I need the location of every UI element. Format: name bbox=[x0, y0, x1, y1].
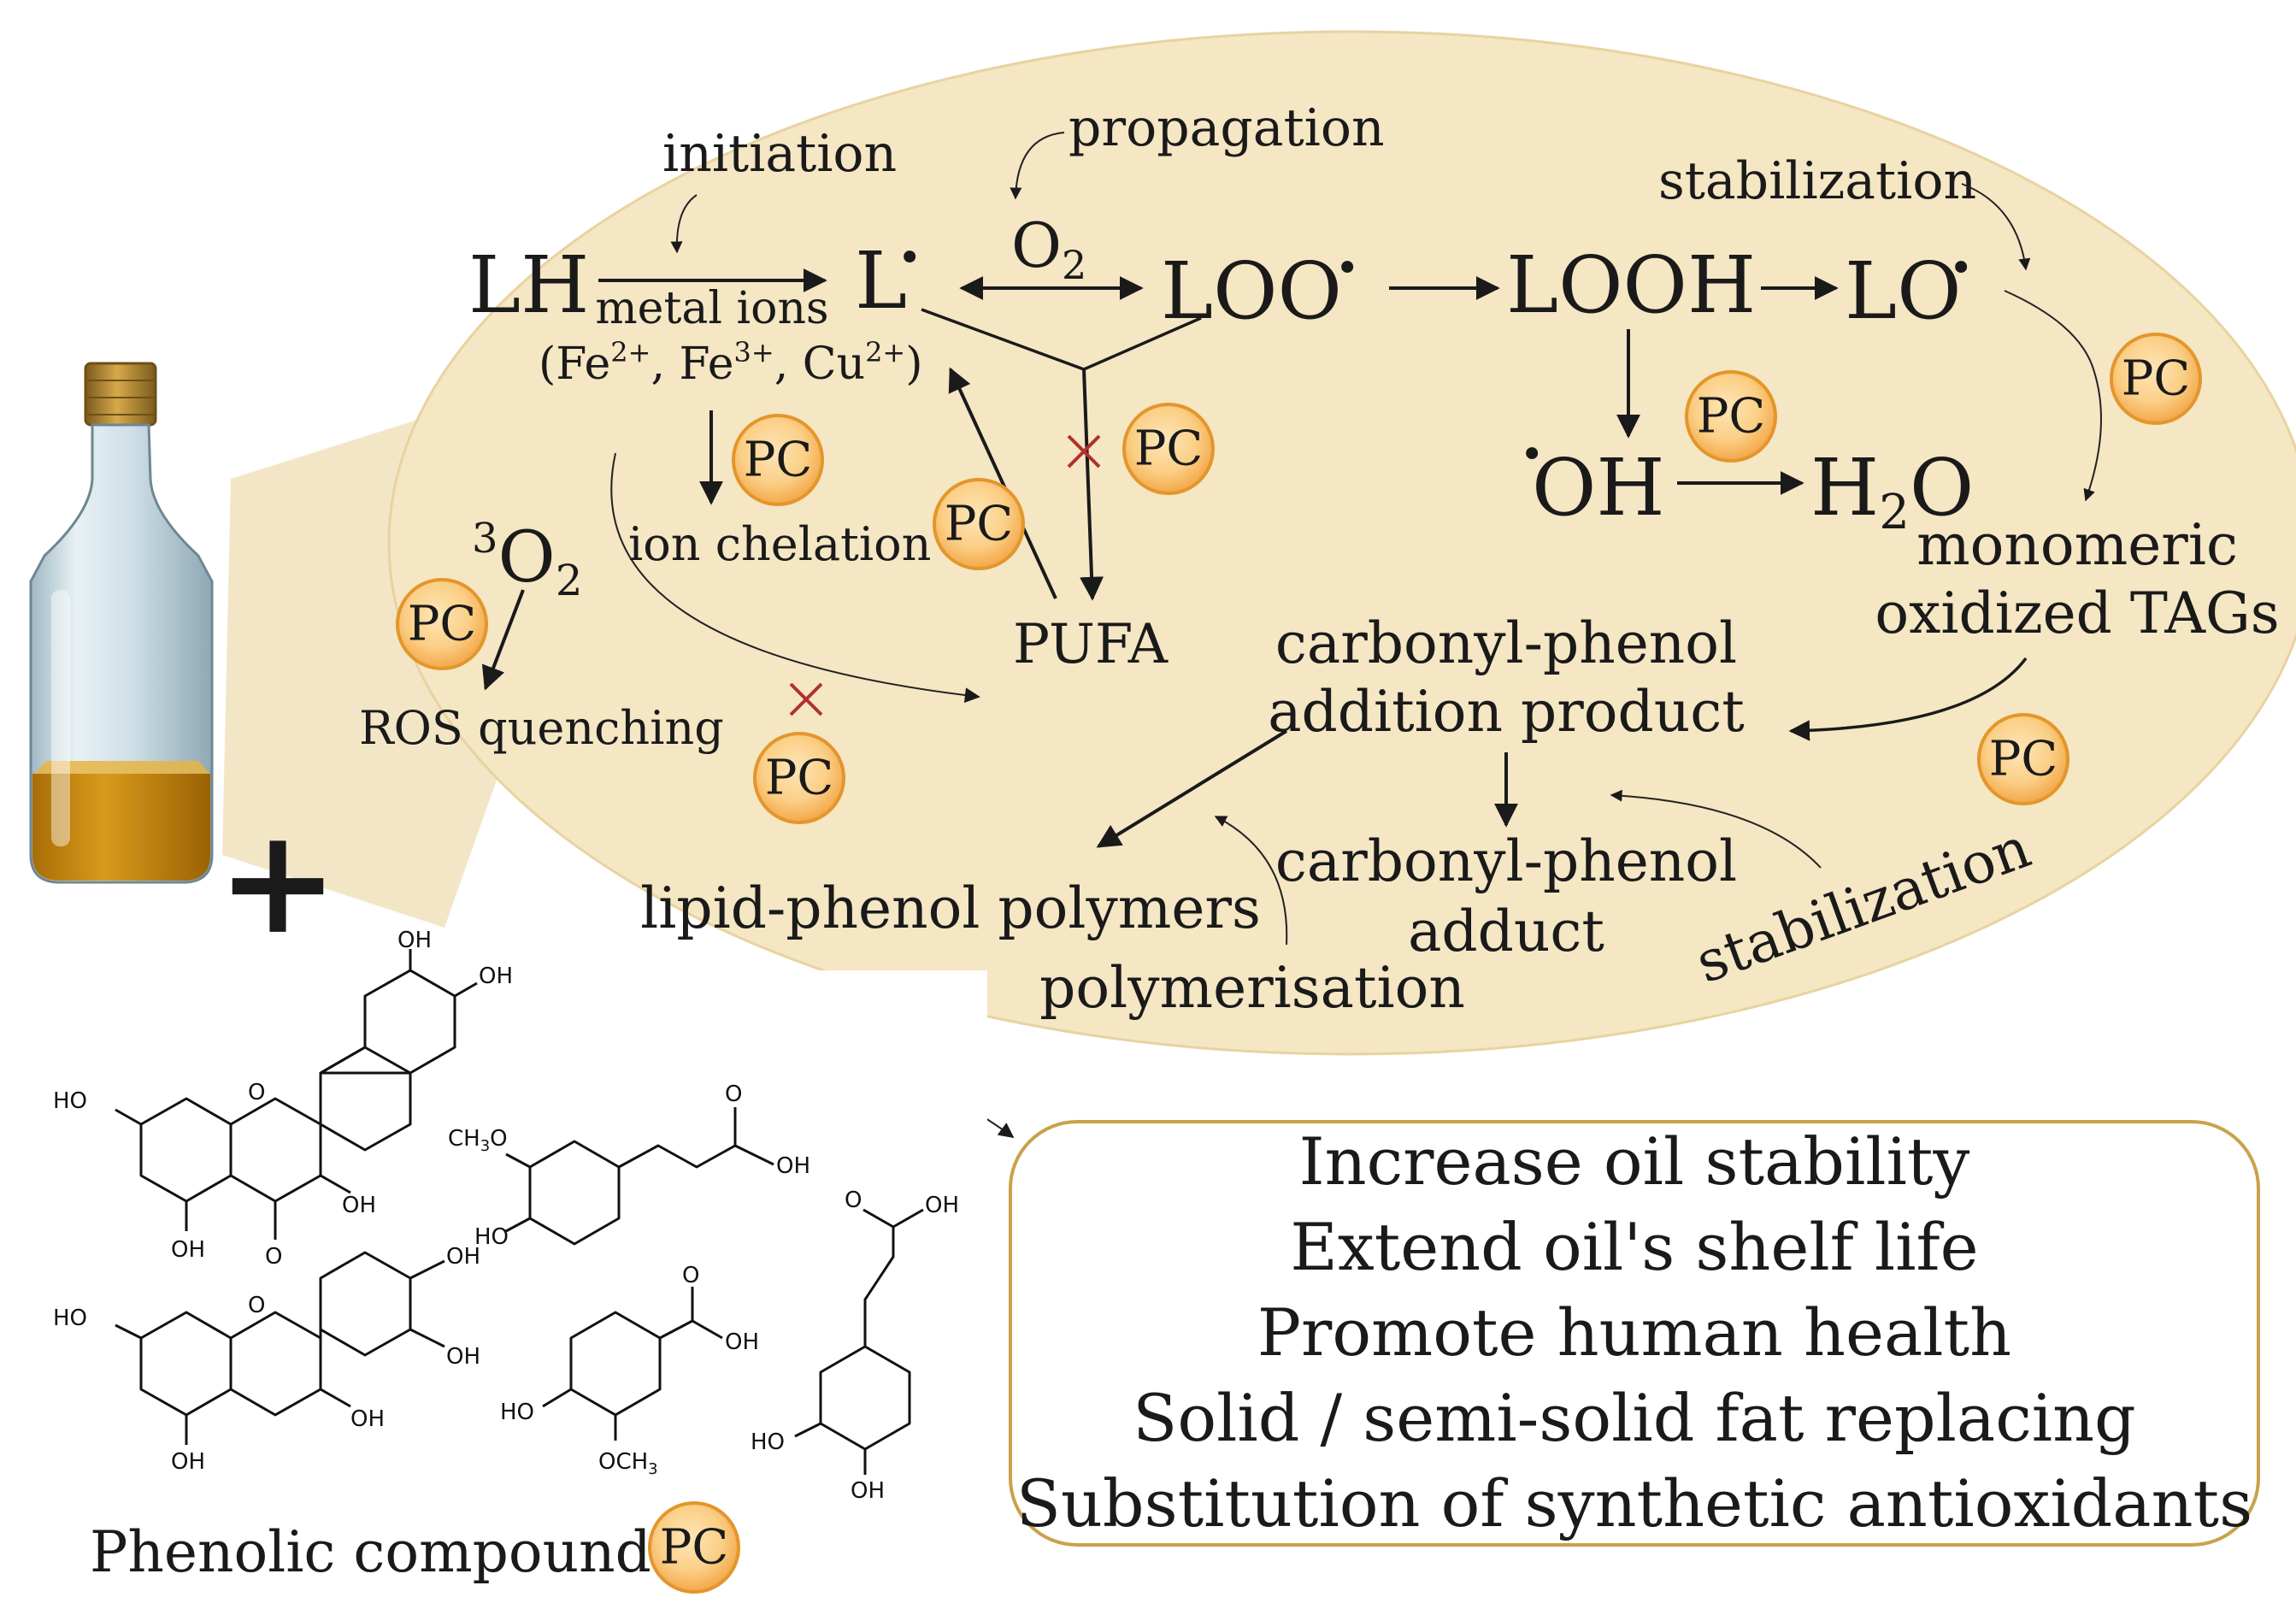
radical-dot: • bbox=[1520, 431, 1544, 479]
svg-text:O: O bbox=[725, 1082, 742, 1107]
species-h2o: H2O bbox=[1810, 442, 1974, 540]
svg-text:O: O bbox=[682, 1263, 699, 1288]
species-lo-radical: LO bbox=[1845, 245, 1962, 337]
radical-dot: • bbox=[1949, 245, 1973, 292]
inhibition-cross-icon bbox=[1067, 434, 1101, 469]
label-lipid-phenol-polymers: lipid-phenol polymers bbox=[640, 875, 1261, 941]
svg-text:PC: PC bbox=[945, 497, 1014, 552]
label-initiation: initiation bbox=[662, 124, 897, 184]
inhibition-cross-icon bbox=[789, 682, 823, 716]
svg-text:HO: HO bbox=[53, 1088, 87, 1114]
svg-text:OH: OH bbox=[446, 1244, 480, 1270]
svg-text:HO: HO bbox=[53, 1306, 87, 1331]
svg-text:HO: HO bbox=[474, 1224, 509, 1250]
svg-text:PC: PC bbox=[660, 1520, 729, 1576]
pc-badge: PC bbox=[396, 578, 488, 670]
benefit-item: Promote human health bbox=[1257, 1294, 2011, 1370]
svg-text:O: O bbox=[248, 1293, 265, 1318]
pc-badge: PC bbox=[732, 414, 824, 506]
svg-text:HO: HO bbox=[751, 1429, 785, 1455]
svg-text:O: O bbox=[265, 1244, 282, 1270]
radical-dot: • bbox=[898, 234, 921, 282]
label-carbonyl-adduct-1: carbonyl-phenol bbox=[1275, 828, 1737, 894]
svg-text:OH: OH bbox=[171, 1449, 205, 1475]
pc-badge: PC bbox=[933, 478, 1025, 570]
svg-text:PC: PC bbox=[1134, 421, 1204, 477]
pc-badge: PC bbox=[753, 732, 845, 824]
pc-badge: PC bbox=[1977, 713, 2069, 805]
pc-badge: PC bbox=[1122, 403, 1215, 495]
plus-sign: + bbox=[217, 796, 339, 967]
benefits-box bbox=[1009, 1120, 2260, 1547]
label-metal-ions: metal ions bbox=[595, 283, 828, 334]
benefit-item: Solid / semi-solid fat replacing bbox=[1133, 1380, 2135, 1456]
svg-text:O: O bbox=[845, 1188, 862, 1213]
radical-dot: • bbox=[1335, 245, 1359, 292]
legend-pc-badge: PC bbox=[648, 1501, 740, 1594]
benefit-item: Substitution of synthetic antioxidants bbox=[1016, 1465, 2252, 1541]
label-monomeric: monomeric bbox=[1916, 512, 2238, 578]
label-carbonyl-addition-2: addition product bbox=[1268, 679, 1745, 745]
molecule-ferulic-acid: CH3O HO O OH bbox=[448, 1082, 810, 1250]
svg-text:OH: OH bbox=[171, 1237, 205, 1263]
pc-badge: PC bbox=[2110, 333, 2202, 425]
svg-text:OH: OH bbox=[397, 928, 432, 953]
svg-text:PC: PC bbox=[765, 751, 834, 806]
svg-text:OH: OH bbox=[342, 1193, 376, 1218]
species-oh-radical: OH bbox=[1532, 442, 1665, 533]
svg-text:OCH3: OCH3 bbox=[598, 1449, 658, 1478]
svg-text:OH: OH bbox=[350, 1406, 385, 1432]
species-lh: LH bbox=[468, 239, 589, 331]
molecule-caffeic-acid: O OH HO OH bbox=[751, 1188, 959, 1504]
label-propagation: propagation bbox=[1069, 98, 1385, 158]
svg-text:PC: PC bbox=[1697, 389, 1766, 445]
label-stabilization-top: stabilization bbox=[1658, 151, 1976, 211]
svg-text:PC: PC bbox=[744, 433, 813, 488]
svg-text:CH3O: CH3O bbox=[448, 1126, 508, 1155]
species-l-radical: L bbox=[855, 235, 907, 327]
label-carbonyl-adduct-2: adduct bbox=[1408, 899, 1604, 964]
legend-phenolic-compounds: Phenolic compounds bbox=[90, 1519, 680, 1585]
svg-text:PC: PC bbox=[2122, 351, 2191, 407]
oil-bottle-icon bbox=[29, 362, 214, 884]
benefit-item: Extend oil's shelf life bbox=[1290, 1209, 1978, 1285]
svg-text:OH: OH bbox=[725, 1329, 759, 1355]
molecule-quercetin: HO OH O OH O OH OH bbox=[53, 928, 513, 1270]
svg-text:OH: OH bbox=[776, 1153, 810, 1179]
label-ion-chelation: ion chelation bbox=[628, 517, 931, 571]
molecules-panel bbox=[60, 970, 987, 1500]
label-carbonyl-addition-1: carbonyl-phenol bbox=[1275, 610, 1737, 676]
species-looh: LOOH bbox=[1506, 239, 1756, 331]
singlet-oxygen: 3O2 bbox=[472, 515, 583, 605]
label-polymerisation: polymerisation bbox=[1039, 955, 1465, 1021]
svg-text:OH: OH bbox=[446, 1344, 480, 1370]
svg-text:HO: HO bbox=[500, 1400, 534, 1425]
label-oxidized-tags: oxidized TAGs bbox=[1875, 581, 2279, 646]
svg-text:O: O bbox=[248, 1080, 265, 1105]
svg-text:OH: OH bbox=[479, 964, 513, 989]
pc-badge: PC bbox=[1685, 370, 1777, 463]
molecule-vanillic-acid: O OH HO OCH3 bbox=[500, 1263, 759, 1478]
svg-text:PC: PC bbox=[1989, 732, 2058, 787]
label-ros-quenching: ROS quenching bbox=[359, 701, 724, 755]
svg-text:PC: PC bbox=[408, 597, 477, 652]
molecule-catechin: HO O OH OH OH OH bbox=[53, 1244, 480, 1475]
benefit-item: Increase oil stability bbox=[1299, 1123, 1970, 1199]
label-metal-list: (Fe2+, Fe3+, Cu2+) bbox=[539, 336, 923, 390]
species-pufa: PUFA bbox=[1013, 613, 1169, 676]
svg-text:OH: OH bbox=[851, 1478, 885, 1504]
svg-text:OH: OH bbox=[925, 1193, 959, 1218]
